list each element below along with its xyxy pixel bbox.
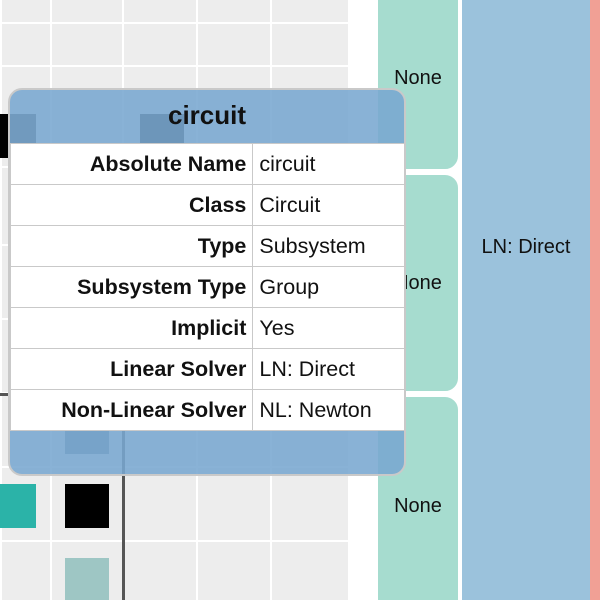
tooltip-row: Implicit Yes — [10, 307, 404, 349]
next-column-strip[interactable] — [590, 0, 600, 600]
info-tooltip: circuit Absolute Name circuit Class Circ… — [8, 88, 406, 476]
property-value: circuit — [252, 143, 404, 185]
tooltip-properties-table: Absolute Name circuit Class Circuit Type… — [10, 143, 404, 431]
property-value: Yes — [252, 307, 404, 349]
tooltip-row: Non-Linear Solver NL: Newton — [10, 389, 404, 431]
property-name: Class — [10, 184, 254, 226]
matrix-connection-cell[interactable] — [0, 484, 36, 528]
property-value: LN: Direct — [252, 348, 404, 390]
property-value: Circuit — [252, 184, 404, 226]
tooltip-row: Class Circuit — [10, 184, 404, 226]
matrix-gridline — [0, 540, 348, 542]
nonlinear-solver-label: None — [394, 271, 442, 294]
matrix-gridline — [0, 0, 2, 600]
property-value: NL: Newton — [252, 389, 404, 431]
property-value: Subsystem — [252, 225, 404, 267]
matrix-connection-cell[interactable] — [65, 558, 109, 600]
property-name: Absolute Name — [10, 143, 254, 185]
property-value: Group — [252, 266, 404, 308]
nonlinear-solver-label: None — [394, 494, 442, 517]
property-name: Type — [10, 225, 254, 267]
nonlinear-solver-label: None — [394, 66, 442, 89]
tooltip-row: Type Subsystem — [10, 225, 404, 267]
matrix-gridline — [0, 22, 348, 24]
tooltip-row: Linear Solver LN: Direct — [10, 348, 404, 390]
property-name: Non-Linear Solver — [10, 389, 254, 431]
group-divider — [122, 395, 125, 600]
matrix-diagonal-cell[interactable] — [0, 114, 8, 158]
tooltip-row: Absolute Name circuit — [10, 143, 404, 185]
property-name: Implicit — [10, 307, 254, 349]
tooltip-title: circuit — [167, 100, 247, 130]
property-name: Linear Solver — [10, 348, 254, 390]
linear-solver-cell[interactable]: LN: Direct — [462, 0, 590, 600]
property-name: Subsystem Type — [10, 266, 254, 308]
matrix-diagonal-cell[interactable] — [65, 484, 109, 528]
linear-solver-label: LN: Direct — [481, 236, 571, 258]
matrix-gridline — [0, 65, 348, 67]
tooltip-row: Subsystem Type Group — [10, 266, 404, 308]
